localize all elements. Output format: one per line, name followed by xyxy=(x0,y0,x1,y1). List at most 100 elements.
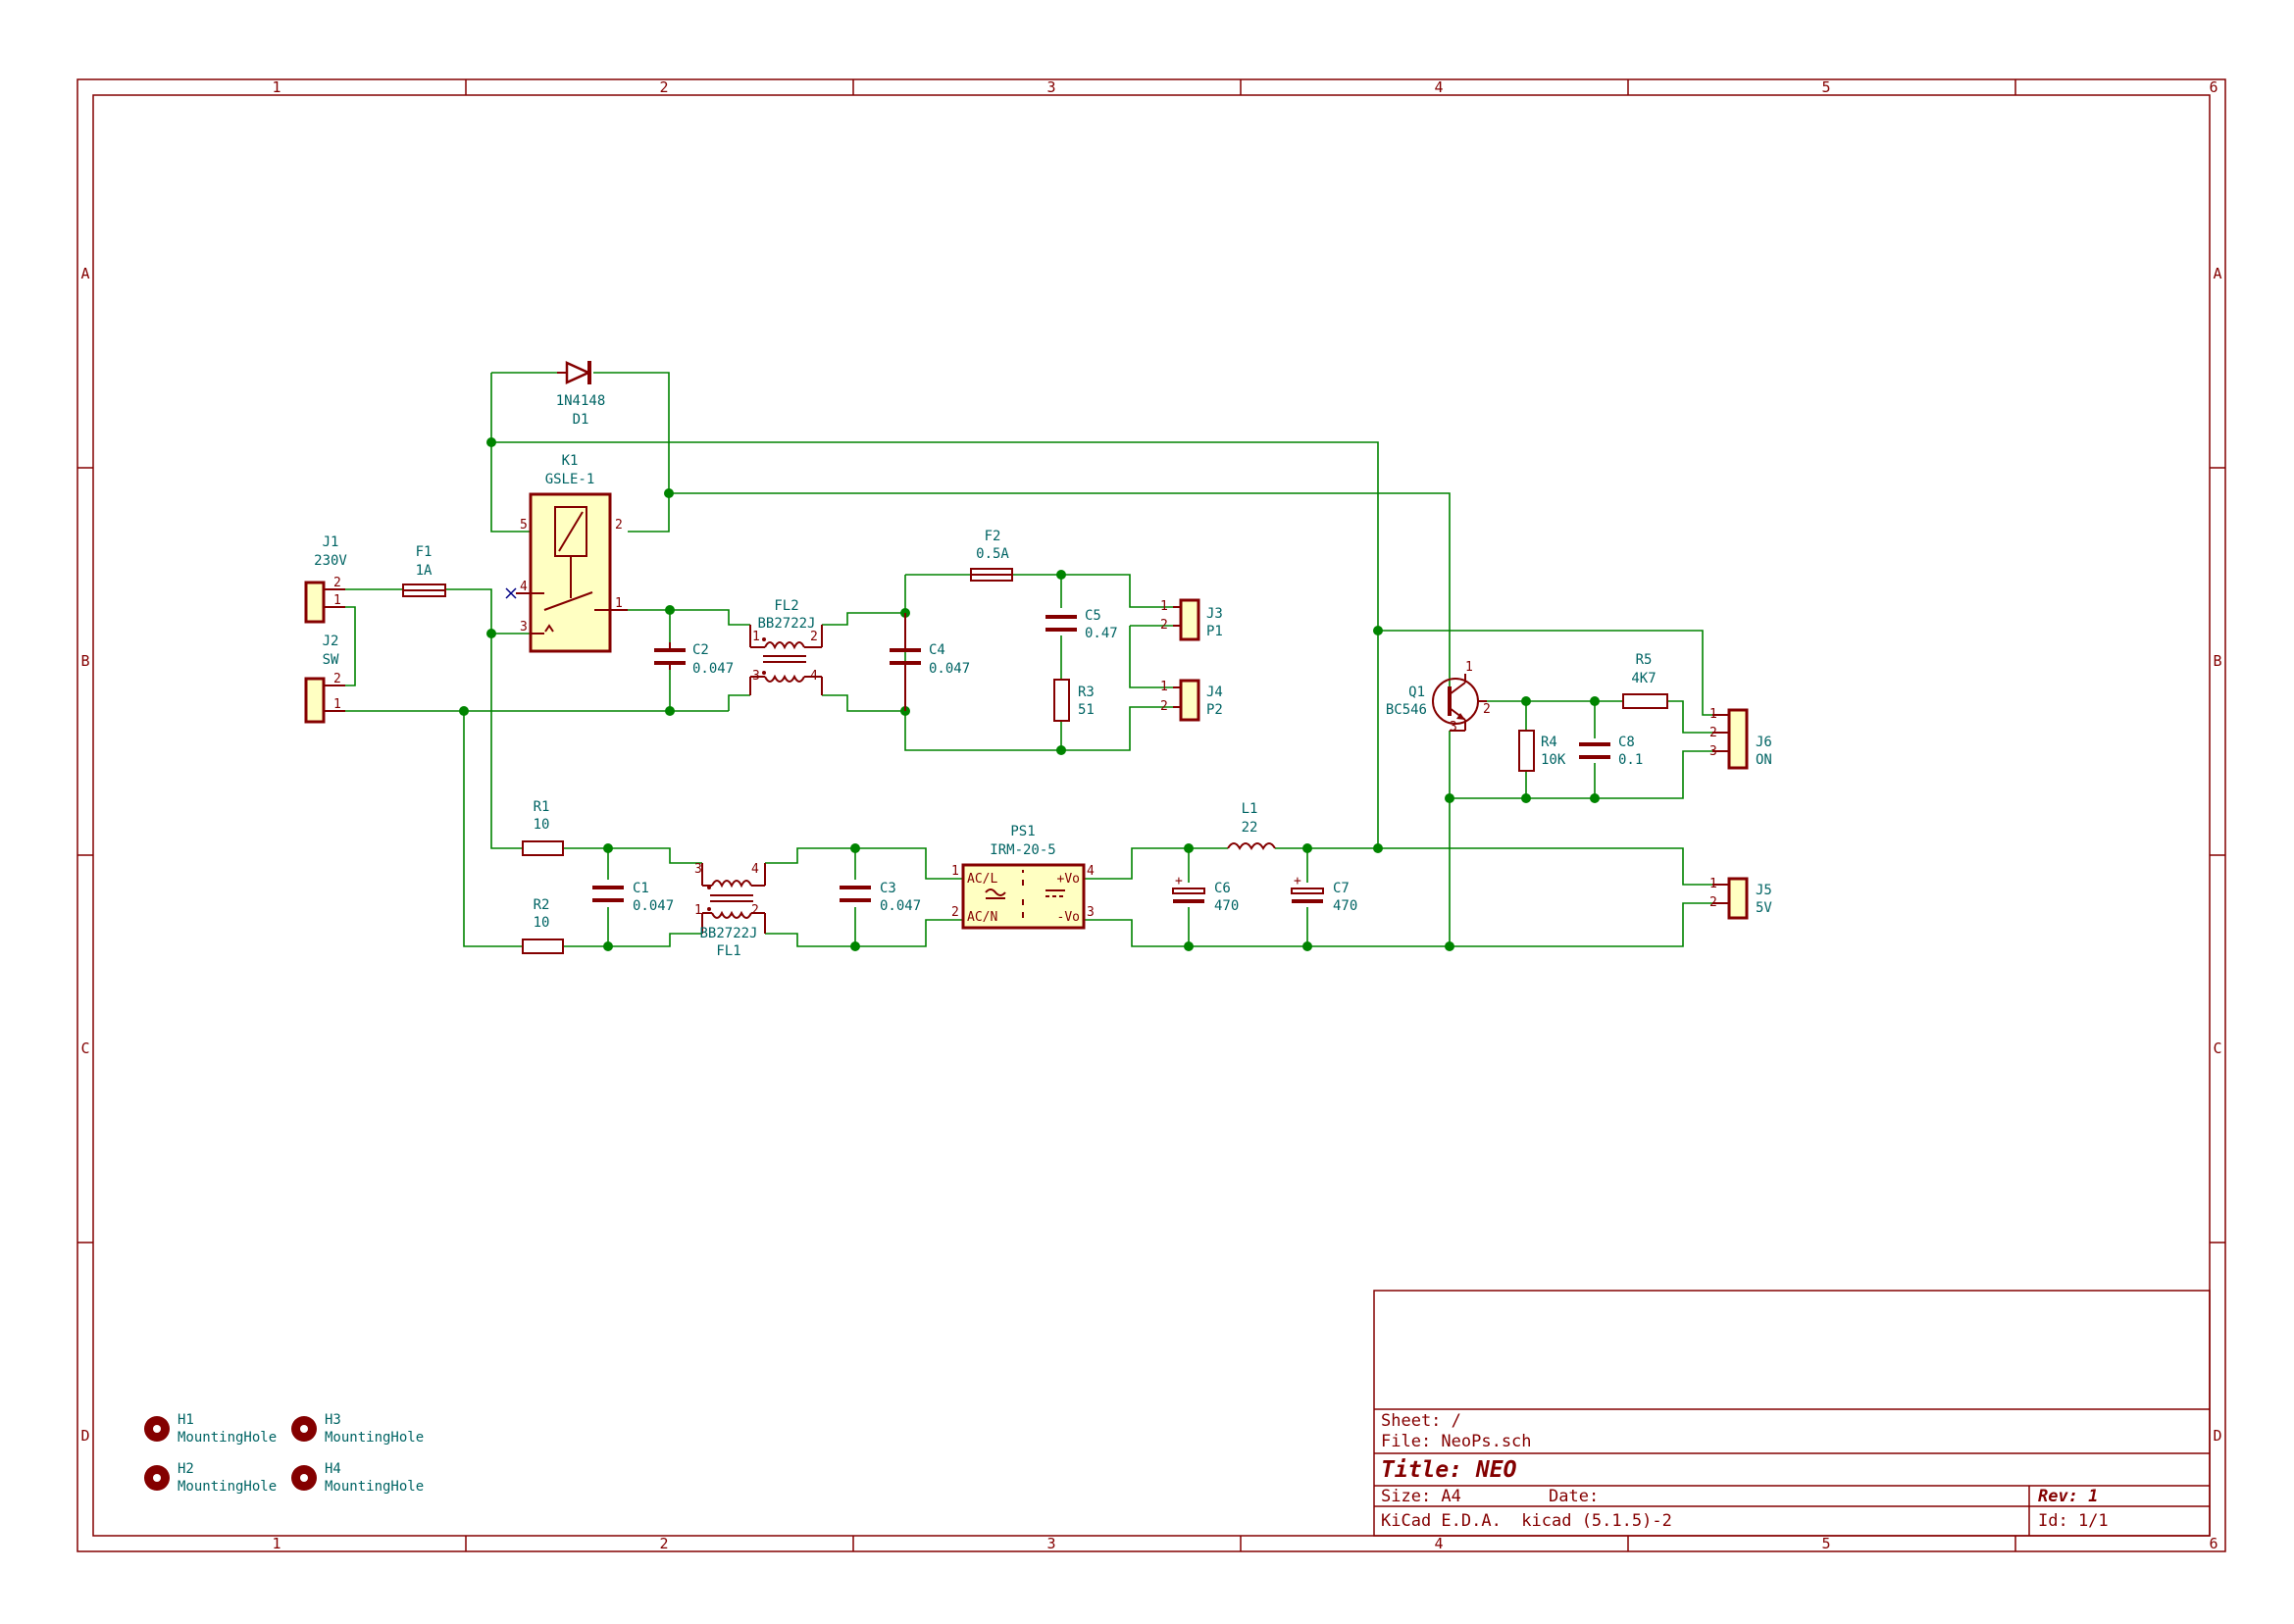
capacitor-c3[interactable]: C3 0.047 xyxy=(840,881,921,914)
resistor-r4[interactable]: R4 10K xyxy=(1518,730,1566,772)
junction xyxy=(603,843,613,853)
connector-j2[interactable]: 2 1 J2 SW xyxy=(304,634,345,724)
connector-j6[interactable]: 1 2 3 J6 ON xyxy=(1709,707,1772,770)
j6-ref: J6 xyxy=(1756,735,1772,750)
col-label: 5 xyxy=(1821,1535,1830,1552)
row-label: C xyxy=(80,1040,89,1057)
row-label: A xyxy=(80,265,89,282)
k1-value: GSLE-1 xyxy=(545,472,595,487)
capacitor-c4[interactable]: C4 0.047 xyxy=(890,613,970,711)
junction xyxy=(1373,843,1383,853)
c5-ref: C5 xyxy=(1085,608,1101,624)
row-label: D xyxy=(2213,1427,2221,1445)
tb-date: Date: xyxy=(1549,1487,1599,1506)
q1-pin: 3 xyxy=(1450,720,1457,735)
connector-j3[interactable]: 1 2 J3 P1 xyxy=(1160,598,1223,641)
c5-value: 0.47 xyxy=(1085,626,1118,641)
junction xyxy=(1184,843,1194,853)
sheet-frame xyxy=(76,78,2226,1552)
junction xyxy=(1521,793,1531,803)
c1-value: 0.047 xyxy=(633,898,674,914)
inductor-l1[interactable]: L1 22 xyxy=(1227,801,1276,850)
j6-pin: 2 xyxy=(1709,726,1717,740)
resistor-r1[interactable]: R1 10 xyxy=(522,799,564,856)
title-block: Sheet: / File: NeoPs.sch Title: NEO Size… xyxy=(1373,1290,2211,1537)
fl1-pin: 2 xyxy=(751,903,759,918)
connector-j4[interactable]: 1 2 J4 P2 xyxy=(1160,679,1223,722)
j4-pin: 1 xyxy=(1160,680,1168,694)
k1-pin: 1 xyxy=(615,596,623,611)
h4-ref: H4 xyxy=(325,1461,341,1477)
resistor-r3[interactable]: R3 51 xyxy=(1053,679,1095,722)
fuse-f1[interactable]: F1 1A xyxy=(402,544,446,597)
j5-value: 5V xyxy=(1756,900,1772,916)
capacitor-c8[interactable]: C8 0.1 xyxy=(1579,735,1643,768)
connector-j1[interactable]: 2 1 J1 230V xyxy=(304,534,347,624)
fl1-pin: 3 xyxy=(694,862,702,877)
col-label: 1 xyxy=(272,1535,280,1552)
fl2-pin: 2 xyxy=(810,630,818,644)
f1-ref: F1 xyxy=(416,544,433,560)
row-label: C xyxy=(2213,1040,2221,1057)
resistor-r5[interactable]: R5 4K7 xyxy=(1622,652,1668,709)
q1-pin: 2 xyxy=(1483,702,1491,717)
r2-ref: R2 xyxy=(534,897,550,913)
relay-k1[interactable]: 5 2 4 3 1 K1 GSLE-1 xyxy=(505,453,628,653)
c6-plus: + xyxy=(1175,874,1183,888)
diode-symbol xyxy=(565,361,592,384)
k1-pin: 3 xyxy=(520,620,528,634)
resistor-r2[interactable]: R2 10 xyxy=(522,897,564,954)
j3-value: P1 xyxy=(1206,624,1223,639)
power-module-ps1[interactable]: AC/L AC/N +Vo -Vo 1 2 4 3 PS1 IRM-20-5 xyxy=(951,824,1095,930)
junction xyxy=(1521,696,1531,706)
capacitor-c1[interactable]: C1 0.047 xyxy=(592,881,674,914)
j2-pin: 1 xyxy=(333,697,341,712)
connector-j5[interactable]: 1 2 J5 5V xyxy=(1709,877,1772,920)
fl2-pin: 1 xyxy=(752,630,760,644)
j1-value: 230V xyxy=(314,553,347,569)
r5-value: 4K7 xyxy=(1631,671,1656,686)
c2-ref: C2 xyxy=(692,642,709,658)
row-labels: A B C D A B C D xyxy=(80,265,2221,1445)
l1-ref: L1 xyxy=(1242,801,1258,817)
j6-pin: 3 xyxy=(1709,744,1717,759)
mounting-hole-h4[interactable]: H4 MountingHole xyxy=(291,1461,424,1495)
d1-ref: D1 xyxy=(573,412,589,428)
r3-ref: R3 xyxy=(1078,685,1095,700)
junction xyxy=(665,706,675,716)
capacitor-c5[interactable]: C5 0.47 xyxy=(1045,608,1118,641)
junction xyxy=(486,629,496,638)
j3-pin: 2 xyxy=(1160,618,1168,633)
ps1-ref: PS1 xyxy=(1010,824,1035,839)
fuse-f2[interactable]: F2 0.5A xyxy=(970,529,1013,582)
junction xyxy=(1056,570,1066,580)
capacitor-c7[interactable]: + C7 470 xyxy=(1291,874,1357,914)
fl2-ref: FL2 xyxy=(774,598,798,614)
ps1-pin: 1 xyxy=(951,864,959,879)
wires xyxy=(345,372,1712,947)
junction xyxy=(1590,696,1600,706)
junctions xyxy=(459,437,1600,951)
row-label: B xyxy=(2213,652,2221,670)
c3-value: 0.047 xyxy=(880,898,921,914)
h3-ref: H3 xyxy=(325,1412,341,1428)
j2-ref: J2 xyxy=(323,634,339,649)
mounting-hole-h2[interactable]: H2 MountingHole xyxy=(144,1461,277,1495)
capacitor-c2[interactable]: C2 0.047 xyxy=(654,642,734,677)
f1-value: 1A xyxy=(416,563,433,579)
transistor-q1[interactable]: 1 2 3 Q1 BC546 xyxy=(1386,660,1491,735)
capacitor-c6[interactable]: + C6 470 xyxy=(1172,874,1239,914)
h3-value: MountingHole xyxy=(325,1430,424,1446)
diode-d1[interactable]: 1N4148 D1 xyxy=(556,361,606,428)
tb-sheet: Sheet: / xyxy=(1381,1411,1461,1431)
mounting-hole-h1[interactable]: H1 MountingHole xyxy=(144,1412,277,1446)
junction xyxy=(1302,941,1312,951)
j4-pin: 2 xyxy=(1160,699,1168,714)
j3-pin: 1 xyxy=(1160,599,1168,614)
h1-value: MountingHole xyxy=(178,1430,277,1446)
filter-fl1[interactable]: 3 4 1 2 BB2722J FL1 xyxy=(694,862,766,959)
filter-fl2[interactable]: 1 2 3 4 FL2 BB2722J xyxy=(749,598,823,695)
mounting-hole-h3[interactable]: H3 MountingHole xyxy=(291,1412,424,1446)
j2-value: SW xyxy=(323,652,339,668)
junction xyxy=(1184,941,1194,951)
